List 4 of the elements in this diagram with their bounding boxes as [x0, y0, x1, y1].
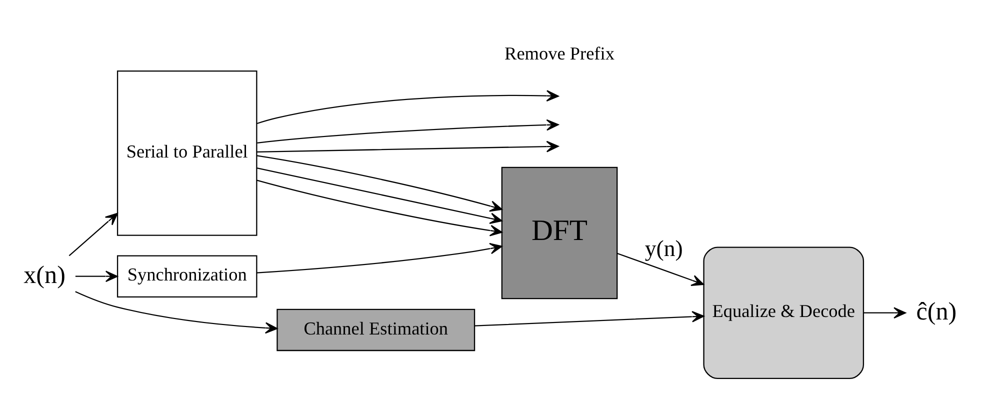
label: Remove Prefix	[504, 43, 614, 64]
edge-label: y(n)	[644, 236, 683, 261]
node-text: x(n)	[24, 262, 66, 289]
node-text: ĉ(n)	[916, 298, 957, 326]
